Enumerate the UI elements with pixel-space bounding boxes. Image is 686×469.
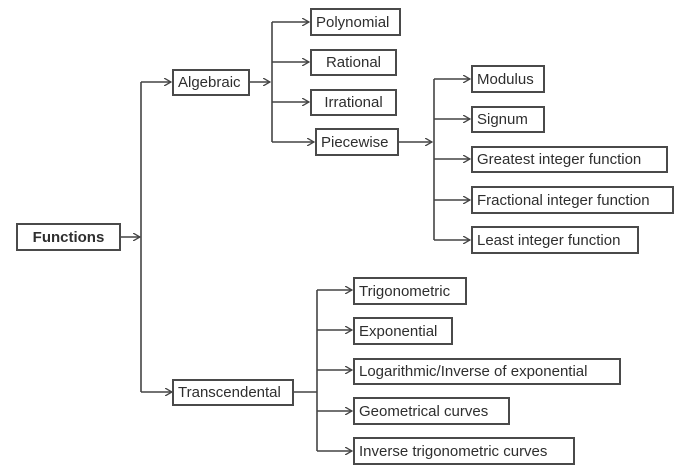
node-least-integer: Least integer function xyxy=(471,226,639,254)
node-logarithmic: Logarithmic/Inverse of exponential xyxy=(353,358,621,385)
node-transcendental: Transcendental xyxy=(172,379,294,406)
node-modulus: Modulus xyxy=(471,65,545,93)
node-rational: Rational xyxy=(310,49,397,76)
node-geometrical-curves: Geometrical curves xyxy=(353,397,510,425)
node-exponential: Exponential xyxy=(353,317,453,345)
node-polynomial: Polynomial xyxy=(310,8,401,36)
node-piecewise: Piecewise xyxy=(315,128,399,156)
node-fractional-integer: Fractional integer function xyxy=(471,186,674,214)
node-functions: Functions xyxy=(16,223,121,251)
node-greatest-integer: Greatest integer function xyxy=(471,146,668,173)
node-signum: Signum xyxy=(471,106,545,133)
node-inverse-trig-curves: Inverse trigonometric curves xyxy=(353,437,575,465)
node-trigonometric: Trigonometric xyxy=(353,277,467,305)
node-irrational: Irrational xyxy=(310,89,397,116)
node-algebraic: Algebraic xyxy=(172,69,250,96)
